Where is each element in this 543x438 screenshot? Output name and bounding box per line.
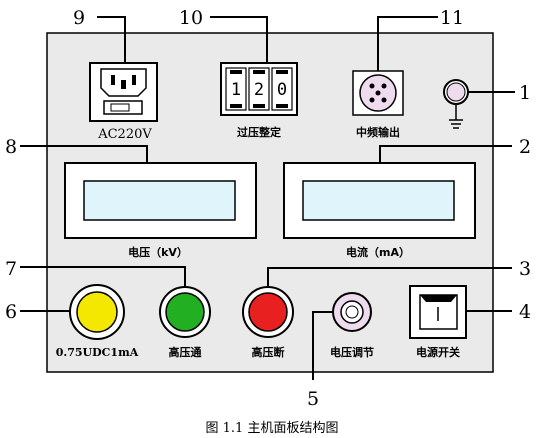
- leader-9: [97, 16, 126, 63]
- leader-2: [379, 145, 512, 163]
- overvoltage-digit-1: 1: [231, 80, 241, 100]
- figure-caption: 图 1.1 主机面板结构图: [206, 421, 339, 436]
- leader-lines: [20, 16, 515, 380]
- voltage-adjust-knob: [332, 292, 372, 332]
- dc-indicator-label: 0.75UDC1mA: [56, 346, 139, 359]
- voltage-meter: [64, 162, 257, 239]
- voltage-meter-label: 电压（kV）: [128, 245, 188, 259]
- callout-8: 8: [5, 136, 17, 158]
- callout-7: 7: [5, 258, 17, 280]
- leader-10: [210, 16, 268, 63]
- callout-11: 11: [440, 7, 464, 29]
- mid-freq-output: [352, 70, 404, 116]
- current-meter-label: 电流（mA）: [346, 245, 410, 259]
- leader-7: [20, 266, 186, 287]
- leader-11: [377, 16, 438, 71]
- callout-3: 3: [519, 258, 531, 280]
- power-switch-label: 电源开关: [416, 345, 460, 359]
- overvoltage-label: 过压整定: [237, 125, 281, 139]
- hv-off-label: 高压断: [252, 345, 285, 359]
- callout-1: 1: [519, 82, 531, 104]
- overvoltage-setting: [220, 62, 298, 116]
- power-switch: [409, 285, 467, 339]
- overvoltage-digit-3: 0: [277, 80, 287, 100]
- dc-indicator-light: [69, 284, 125, 340]
- ground-terminal: [443, 79, 469, 129]
- leader-8: [20, 145, 148, 163]
- power-socket-label: AC220V: [97, 127, 152, 142]
- callout-4: 4: [519, 301, 531, 323]
- callout-2: 2: [519, 136, 531, 158]
- callout-6: 6: [5, 301, 17, 323]
- leader-5: [312, 311, 333, 380]
- callout-9: 9: [73, 7, 85, 29]
- hv-off-button: [242, 286, 294, 338]
- mid-freq-output-label: 中频输出: [356, 125, 400, 139]
- callout-10: 10: [179, 7, 203, 29]
- power-socket: [89, 62, 158, 122]
- callout-5: 5: [307, 388, 319, 410]
- hv-on-label: 高压通: [169, 345, 202, 359]
- leader-3: [267, 267, 512, 287]
- current-meter: [283, 162, 476, 239]
- hv-on-button: [159, 286, 211, 338]
- overvoltage-digit-2: 2: [254, 80, 264, 100]
- voltage-adjust-label: 电压调节: [330, 345, 374, 359]
